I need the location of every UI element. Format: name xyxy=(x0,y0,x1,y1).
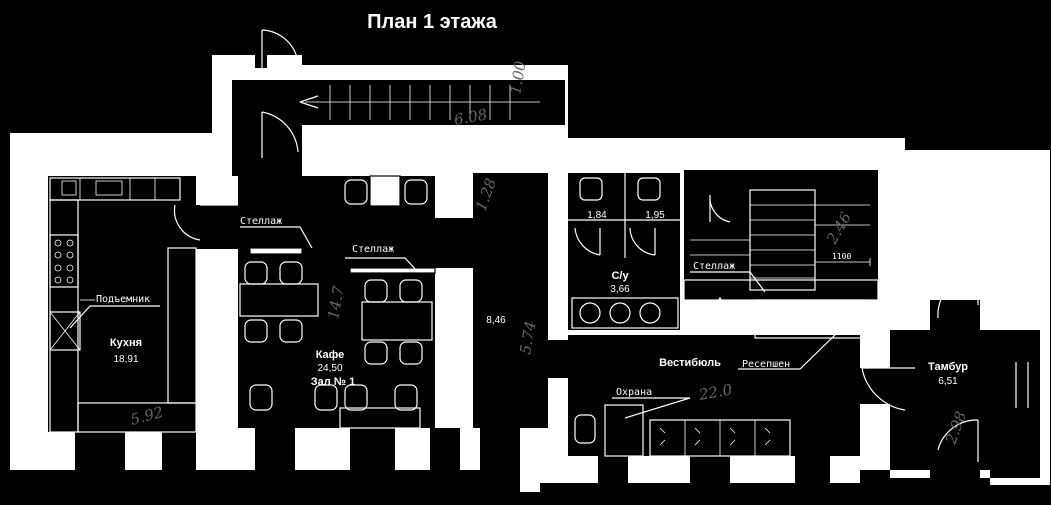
cabin1-area: 1,84 xyxy=(587,210,607,221)
wc-area: 3,66 xyxy=(610,284,630,295)
exit-label-line1: Выход в xyxy=(968,222,1010,233)
lift-label: Подъемник xyxy=(96,294,150,305)
reception xyxy=(574,299,866,457)
pencil-note: 5.74 xyxy=(516,320,540,356)
kitchen xyxy=(49,177,197,433)
cafe-area: 24,50 xyxy=(317,363,342,374)
pencil-note: 1.00 xyxy=(506,59,530,95)
kitchen-name: Кухня xyxy=(110,337,142,349)
wc-name: С/у xyxy=(611,270,629,282)
staircase-top xyxy=(299,85,540,120)
pencil-annotations: 6.08 1.00 1.28 5.74 22.0 2.98 14.7 5.92 … xyxy=(128,59,970,447)
dimension-label: 1100 xyxy=(832,252,851,261)
rack-label: Стеллаж xyxy=(693,261,735,272)
windows xyxy=(75,360,1034,483)
pencil-note: 14.7 xyxy=(324,284,348,320)
tambour-name: Тамбур xyxy=(928,361,968,373)
cafe-name: Кафе xyxy=(316,349,345,361)
kitchen-area: 18,91 xyxy=(113,354,138,365)
doors xyxy=(173,29,979,462)
page-title: План 1 этажа xyxy=(367,11,498,33)
cafe-hall-number: Зал № 1 xyxy=(311,376,356,388)
pencil-note: 2.46 xyxy=(822,209,855,248)
reception-label: Ресепшен xyxy=(742,359,790,370)
pencil-note: 6.08 xyxy=(453,105,489,129)
pencil-note: 5.92 xyxy=(128,403,165,429)
tambour-area: 6,51 xyxy=(938,376,958,387)
cabin2-area: 1,95 xyxy=(645,210,665,221)
security-label: Охрана xyxy=(616,387,652,398)
rack-label: Стеллаж xyxy=(352,244,394,255)
rack-label: Стеллаж xyxy=(240,216,282,227)
pencil-note: 22.0 xyxy=(697,380,734,404)
wc-fixtures xyxy=(568,173,680,329)
leader-lines xyxy=(69,226,1040,419)
pencil-note: 1.28 xyxy=(472,176,500,214)
staircase-middle xyxy=(683,189,879,313)
exit-label-line2: летнее кафе xyxy=(958,237,1024,249)
vestibule-name: Вестибюль xyxy=(659,357,721,369)
corridor-area: 8,46 xyxy=(486,315,506,326)
cafe-furniture xyxy=(239,175,436,429)
walls xyxy=(10,28,1050,492)
